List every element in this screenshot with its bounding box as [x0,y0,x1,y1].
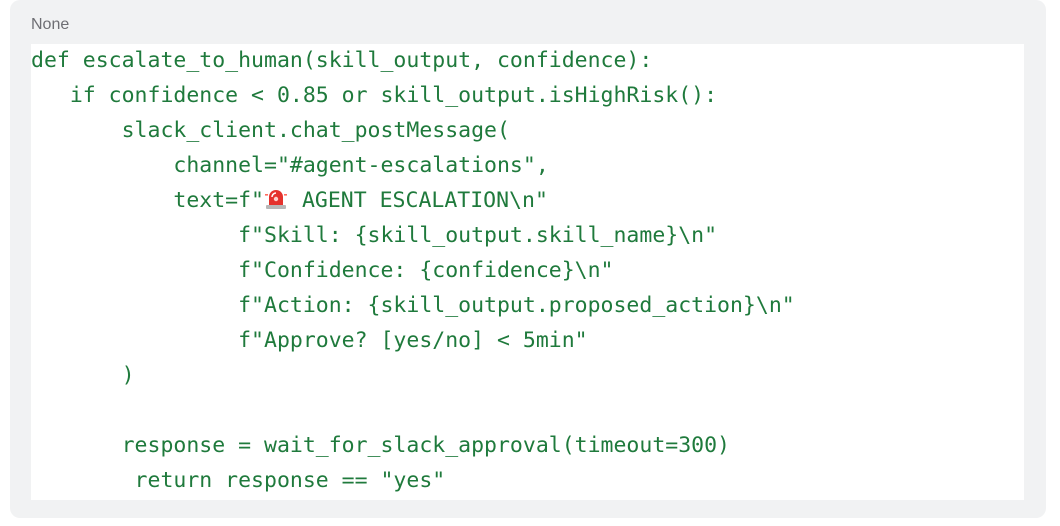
code-line-5-text: AGENT ESCALATION\n" [289,188,548,213]
code-line-8: f"Action: {skill_output.proposed_action}… [31,293,795,318]
code-line-13: return response == "yes" [31,468,446,493]
code-line-5: text=f" AGENT ESCALATION\n" [31,186,548,216]
code-line-10: ) [31,363,135,388]
code-content: def escalate_to_human(skill_output, conf… [31,44,1024,493]
code-line-3: slack_client.chat_postMessage( [31,118,510,143]
code-area[interactable]: def escalate_to_human(skill_output, conf… [31,44,1024,500]
code-line-6: f"Skill: {skill_output.skill_name}\n" [31,223,718,248]
code-language-label: None [31,16,70,33]
code-line-4: channel="#agent-escalations", [31,153,549,178]
code-line-9: f"Approve? [yes/no] < 5min" [31,328,588,353]
code-line-1: def escalate_to_human(skill_output, conf… [31,48,653,73]
code-block-card: None def escalate_to_human(skill_output,… [10,0,1046,518]
code-line-2: if confidence < 0.85 or skill_output.isH… [31,83,718,108]
code-line-7: f"Confidence: {confidence}\n" [31,258,614,283]
code-line-5-prefix: text=f" [31,188,264,213]
police-car-light-icon [265,190,287,209]
code-line-12: response = wait_for_slack_approval(timeo… [31,433,730,458]
